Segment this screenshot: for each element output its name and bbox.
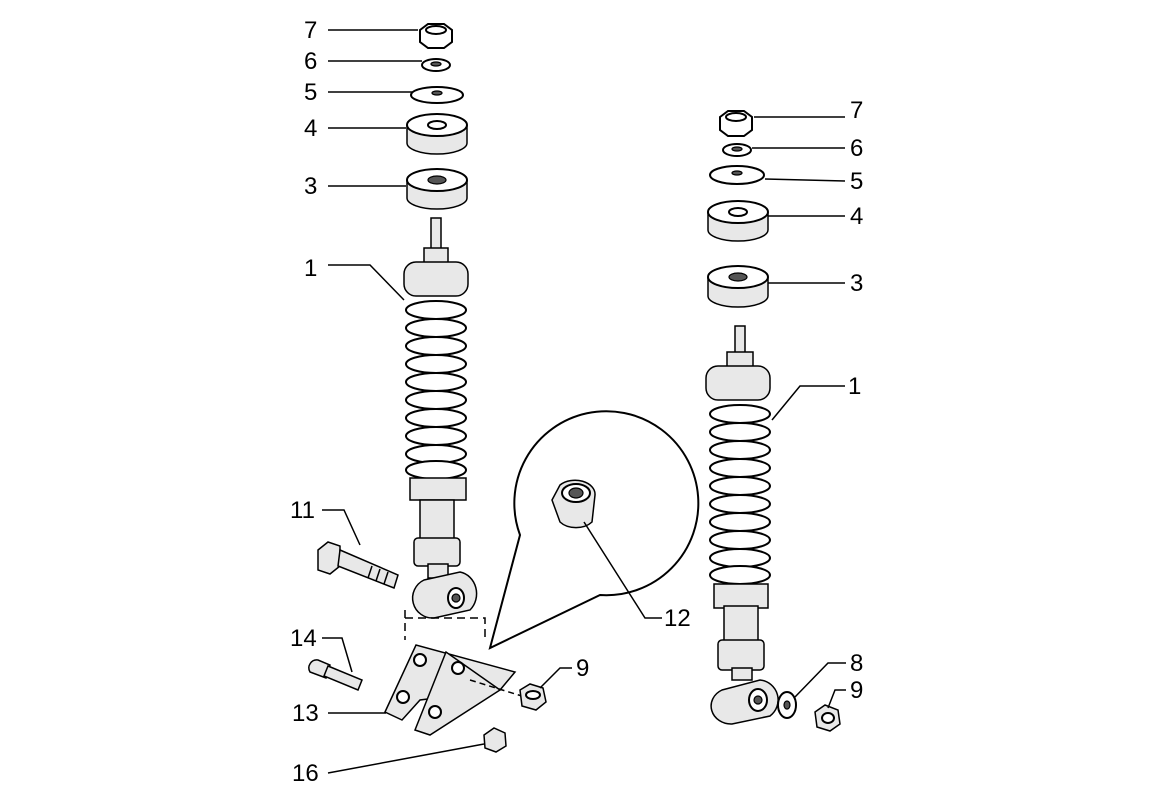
detail-magnifier xyxy=(488,410,700,650)
right-nut-7 xyxy=(719,110,753,137)
label-right-3: 3 xyxy=(850,270,863,297)
label-left-5: 5 xyxy=(304,79,317,106)
left-washer-5 xyxy=(410,86,464,104)
label-left-3: 3 xyxy=(304,173,317,200)
label-right-9: 9 xyxy=(850,677,863,704)
label-left-12: 12 xyxy=(664,605,691,632)
label-right-7: 7 xyxy=(850,97,863,124)
left-bolt-11 xyxy=(317,541,399,589)
right-lock-washer-6 xyxy=(722,143,752,157)
label-left-4: 4 xyxy=(304,115,317,142)
right-washer-8 xyxy=(777,691,797,719)
label-left-7: 7 xyxy=(304,17,317,44)
label-right-4: 4 xyxy=(850,203,863,230)
label-left-1: 1 xyxy=(304,255,317,282)
left-nut-7 xyxy=(419,23,453,49)
label-left-13: 13 xyxy=(292,700,319,727)
label-left-11: 11 xyxy=(290,497,315,524)
left-shock-assembly xyxy=(308,23,700,753)
label-right-6: 6 xyxy=(850,135,863,162)
left-bracket-13 xyxy=(384,644,526,736)
left-lock-washer-6 xyxy=(421,58,451,72)
label-left-9: 9 xyxy=(576,655,589,682)
left-screw-14 xyxy=(308,659,363,691)
left-nut-9 xyxy=(519,683,547,711)
label-right-5: 5 xyxy=(850,168,863,195)
left-assembly-guide-dashed xyxy=(404,610,486,640)
left-labels: 7 6 5 4 3 1 11 14 13 16 9 12 xyxy=(290,17,691,787)
left-upper-bushing-4 xyxy=(406,113,468,155)
right-shock-assembly xyxy=(705,110,841,732)
right-nut-9 xyxy=(814,704,841,732)
right-shock-absorber-1 xyxy=(705,325,779,725)
label-right-1: 1 xyxy=(848,373,861,400)
label-left-16: 16 xyxy=(292,760,319,787)
left-nut-16 xyxy=(483,727,507,753)
right-washer-5 xyxy=(709,165,765,185)
leader-lines xyxy=(322,29,846,774)
label-left-14: 14 xyxy=(290,625,317,652)
left-lower-bushing-3 xyxy=(406,168,468,210)
left-shock-absorber-1 xyxy=(403,217,478,619)
right-labels: 7 6 5 4 3 1 8 9 xyxy=(848,97,863,704)
label-right-8: 8 xyxy=(850,650,863,677)
label-left-6: 6 xyxy=(304,48,317,75)
right-upper-bushing-4 xyxy=(707,200,769,242)
right-lower-bushing-3 xyxy=(707,265,769,308)
